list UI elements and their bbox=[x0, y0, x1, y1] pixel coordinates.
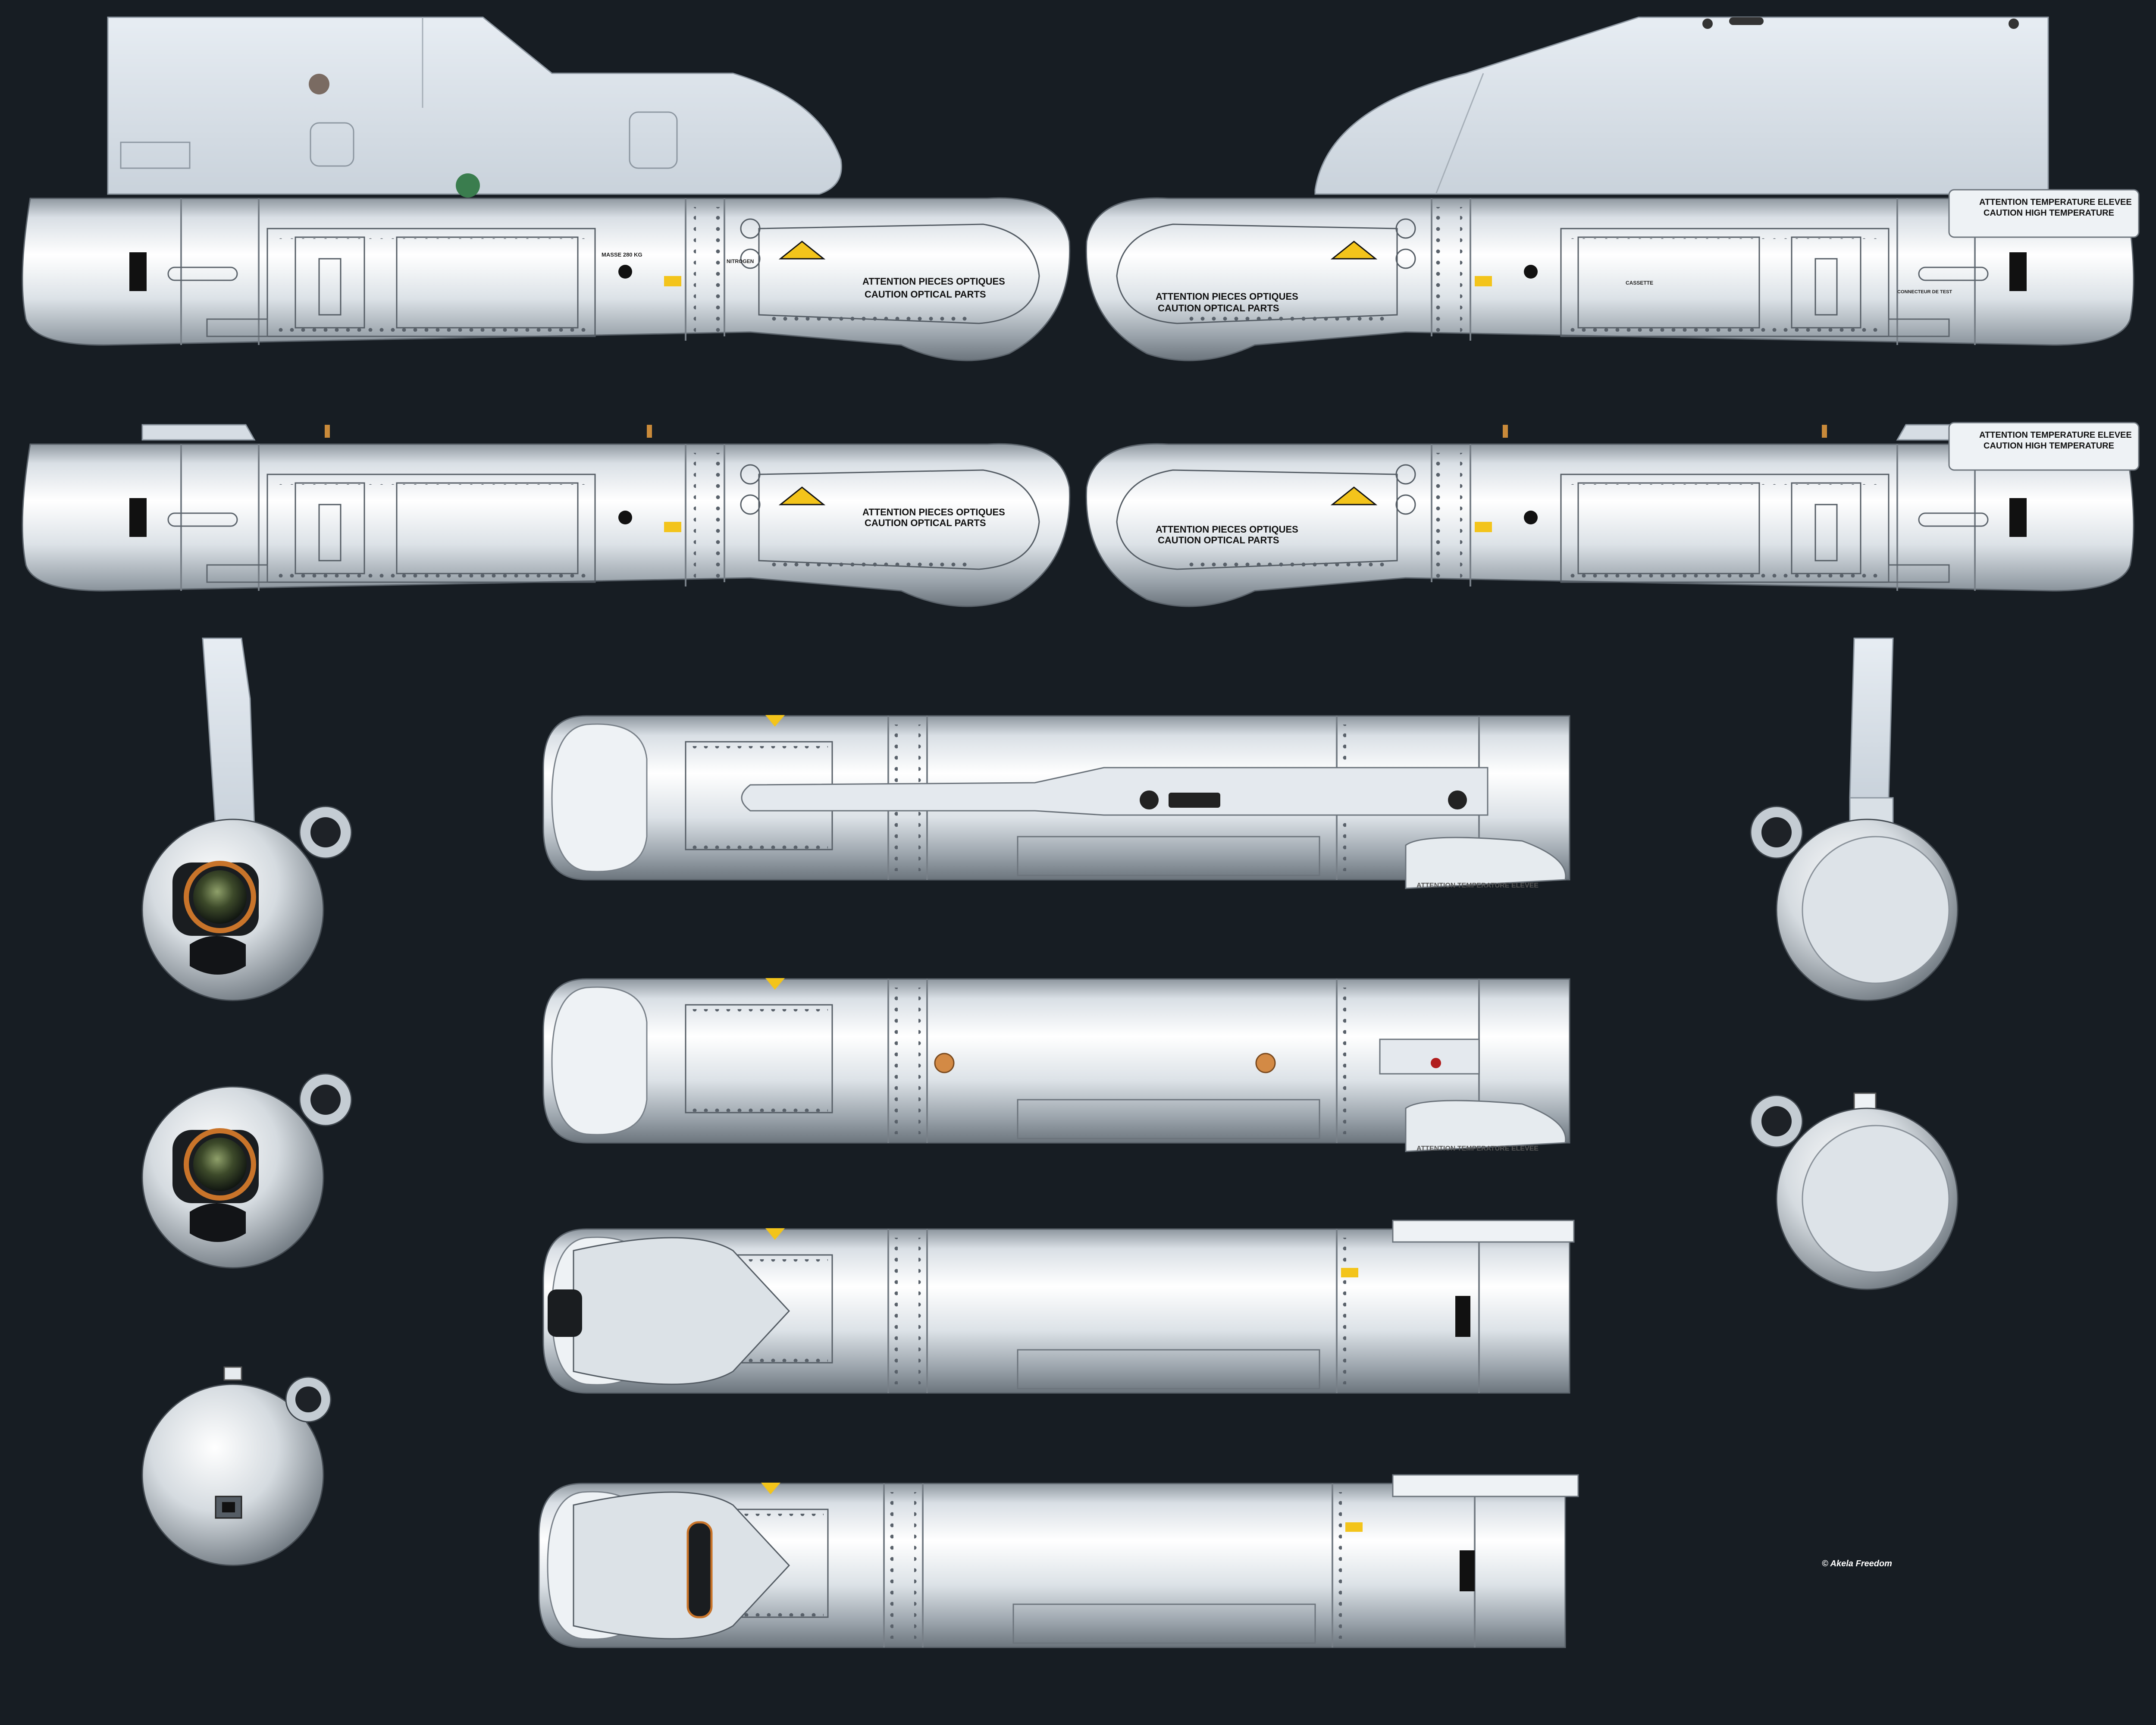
front-view-sphere-rotated bbox=[141, 1366, 332, 1566]
optical-warning-2-line1: ATTENTION PIECES OPTIQUES bbox=[862, 507, 1005, 518]
front-view-with-pylon bbox=[142, 637, 351, 1000]
pod-side-view-right-with-pylon: ATTENTION TEMPERATURE ELEVEE CAUTION HIG… bbox=[1085, 16, 2140, 361]
copyright-credit: © Akela Freedom bbox=[1822, 1559, 1892, 1568]
optical-warning-right-2-line2: CAUTION OPTICAL PARTS bbox=[1158, 535, 1279, 546]
pod-side-view-right: ATTENTION TEMPERATURE ELEVEE CAUTION HIG… bbox=[1085, 422, 2140, 607]
temp-warning-top-2: ATTENTION TEMPERATURE ELEVEE bbox=[1416, 1145, 1539, 1152]
optical-warning-right-line1: ATTENTION PIECES OPTIQUES bbox=[1156, 291, 1298, 302]
front-view-sphere bbox=[142, 1074, 351, 1268]
temp-warning-top: ATTENTION TEMPERATURE ELEVEE bbox=[1416, 882, 1539, 889]
temp-warning-line1: ATTENTION TEMPERATURE ELEVEE bbox=[1979, 198, 2132, 207]
nitrogen-label: NITROGEN bbox=[727, 258, 754, 264]
bottom-view bbox=[542, 1220, 1575, 1394]
optical-warning-line1: ATTENTION PIECES OPTIQUES bbox=[862, 276, 1005, 287]
optical-warning-right-line2: CAUTION OPTICAL PARTS bbox=[1158, 303, 1279, 314]
pod-side-view-left-with-pylon: ATTENTION PIECES OPTIQUES CAUTION OPTICA… bbox=[22, 16, 1071, 361]
temp-warning-2-line2: CAUTION HIGH TEMPERATURE bbox=[1984, 441, 2114, 451]
optical-warning-right-2-line1: ATTENTION PIECES OPTIQUES bbox=[1156, 524, 1298, 535]
bottom-view-rotated bbox=[538, 1474, 1579, 1648]
optical-warning-2-line2: CAUTION OPTICAL PARTS bbox=[865, 518, 986, 528]
pod-side-view-left: ATTENTION PIECES OPTIQUES CAUTION OPTICA… bbox=[22, 424, 1071, 607]
top-view-with-pylon: ATTENTION TEMPERATURE ELEVEE bbox=[542, 714, 1570, 889]
cassette-label: CASSETTE bbox=[1626, 280, 1653, 286]
rear-view-with-pylon bbox=[1750, 637, 1959, 1001]
test-connector-label: CONNECTEUR DE TEST bbox=[1897, 289, 1952, 295]
top-view: ATTENTION TEMPERATURE ELEVEE bbox=[542, 977, 1570, 1152]
temp-warning-line2: CAUTION HIGH TEMPERATURE bbox=[1984, 208, 2114, 218]
temp-warning-2-line1: ATTENTION TEMPERATURE ELEVEE bbox=[1979, 430, 2132, 440]
optical-warning-line2: CAUTION OPTICAL PARTS bbox=[865, 289, 986, 300]
rear-view-disk bbox=[1750, 1092, 1959, 1290]
mass-label: MASSE 280 KG bbox=[602, 251, 642, 258]
